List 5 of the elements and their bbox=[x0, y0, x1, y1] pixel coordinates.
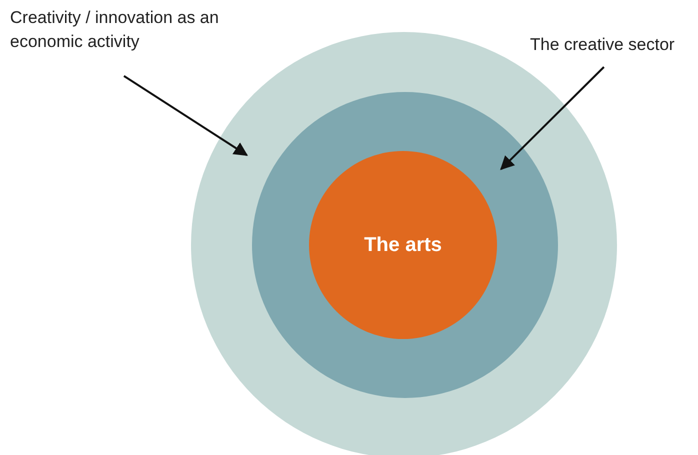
leader-arrow bbox=[123, 75, 248, 156]
leader-arrow bbox=[500, 66, 605, 170]
callout-label: The creative sector bbox=[530, 33, 698, 57]
circle-label: The arts bbox=[364, 234, 442, 256]
callout-label: Creativity / innovation as an economic activity bbox=[10, 6, 225, 54]
